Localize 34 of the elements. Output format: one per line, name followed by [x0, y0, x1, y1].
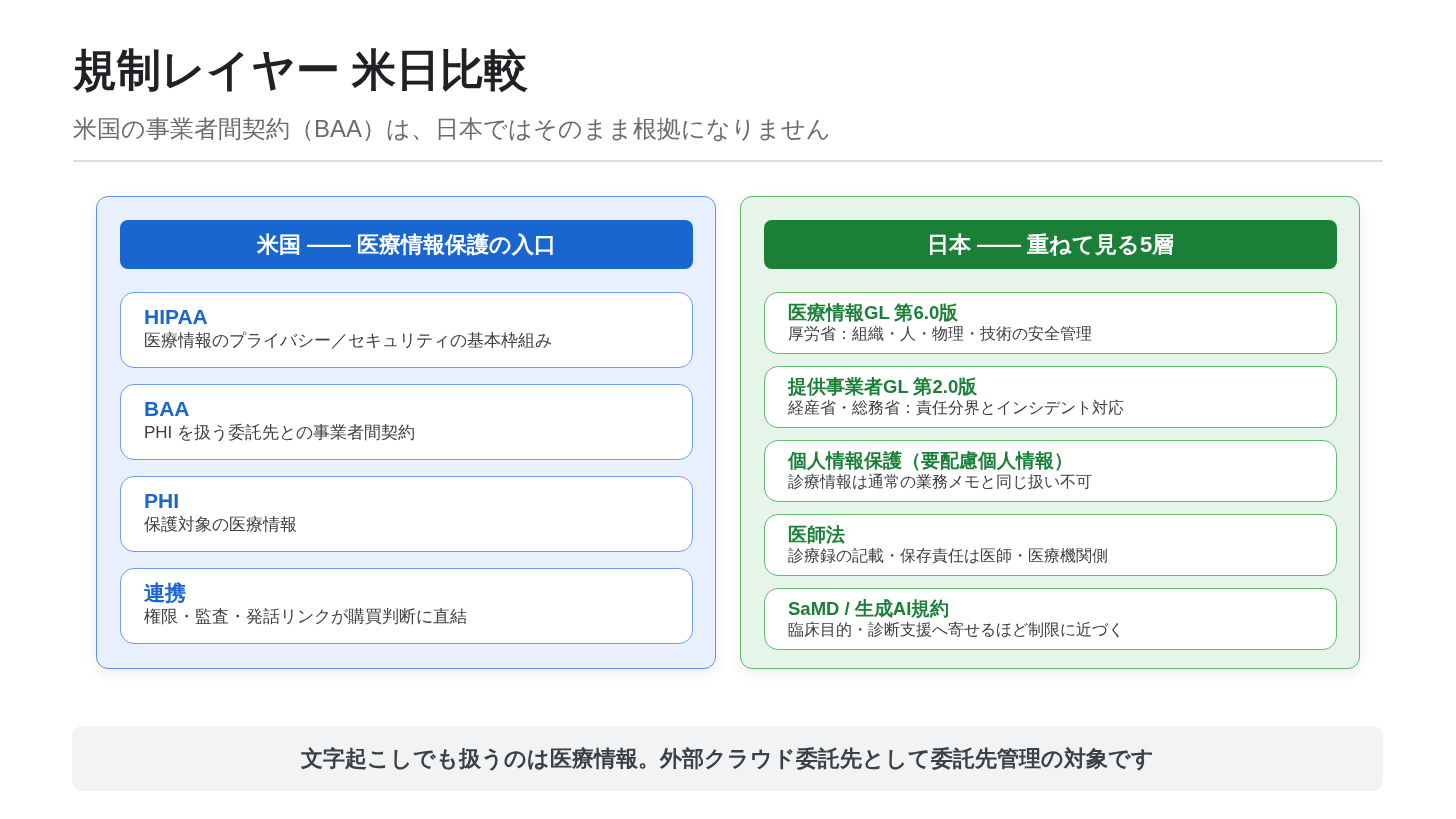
card-description: 厚労省：組織・人・物理・技術の安全管理 [788, 324, 1092, 345]
card-title: HIPAA [144, 304, 208, 330]
card-description: PHI を扱う委託先との事業者間契約 [144, 422, 416, 445]
card-title: BAA [144, 396, 190, 422]
note-banner: 文字起こしでも扱うのは医療情報。外部クラウド委託先として委託先管理の対象です [72, 726, 1383, 791]
card-description: 保護対象の医療情報 [144, 514, 297, 537]
info-card [764, 514, 1337, 576]
panel [96, 196, 716, 669]
card-title: 医師法 [788, 523, 845, 547]
info-card [120, 384, 693, 460]
info-card [764, 292, 1337, 354]
card-title: 連携 [144, 580, 186, 606]
title: 規制レイヤー 米日比較 [73, 44, 529, 96]
info-card [120, 568, 693, 644]
panel-header: 日本 —— 重ねて見る5層 [764, 220, 1337, 269]
card-description: 診療情報は通常の業務メモと同じ扱い不可 [788, 472, 1092, 493]
card-description: 医療情報のプライバシー／セキュリティの基本枠組み [144, 330, 552, 353]
subtitle: 米国の事業者間契約（BAA）は、日本ではそのまま根拠になりません [73, 114, 832, 144]
card-description: 診療録の記載・保存責任は医師・医療機関側 [788, 546, 1108, 567]
panel-header: 米国 —— 医療情報保護の入口 [120, 220, 693, 269]
card-title: PHI [144, 488, 179, 514]
card-title: 医療情報GL 第6.0版 [788, 301, 959, 325]
card-description: 経産省・総務省：責任分界とインシデント対応 [788, 398, 1124, 419]
card-title: 提供事業者GL 第2.0版 [788, 375, 978, 399]
card-description: 権限・監査・発話リンクが購買判断に直結 [144, 606, 467, 629]
card-title: 個人情報保護（要配慮個人情報） [788, 449, 1073, 473]
card-description: 臨床目的・診断支援へ寄せるほど制限に近づく [788, 620, 1124, 641]
info-card [120, 292, 693, 368]
card-title: SaMD / 生成AI規約 [788, 597, 950, 621]
info-card [120, 476, 693, 552]
info-card [764, 440, 1337, 502]
info-card [764, 366, 1337, 428]
panel [740, 196, 1360, 669]
info-card [764, 588, 1337, 650]
